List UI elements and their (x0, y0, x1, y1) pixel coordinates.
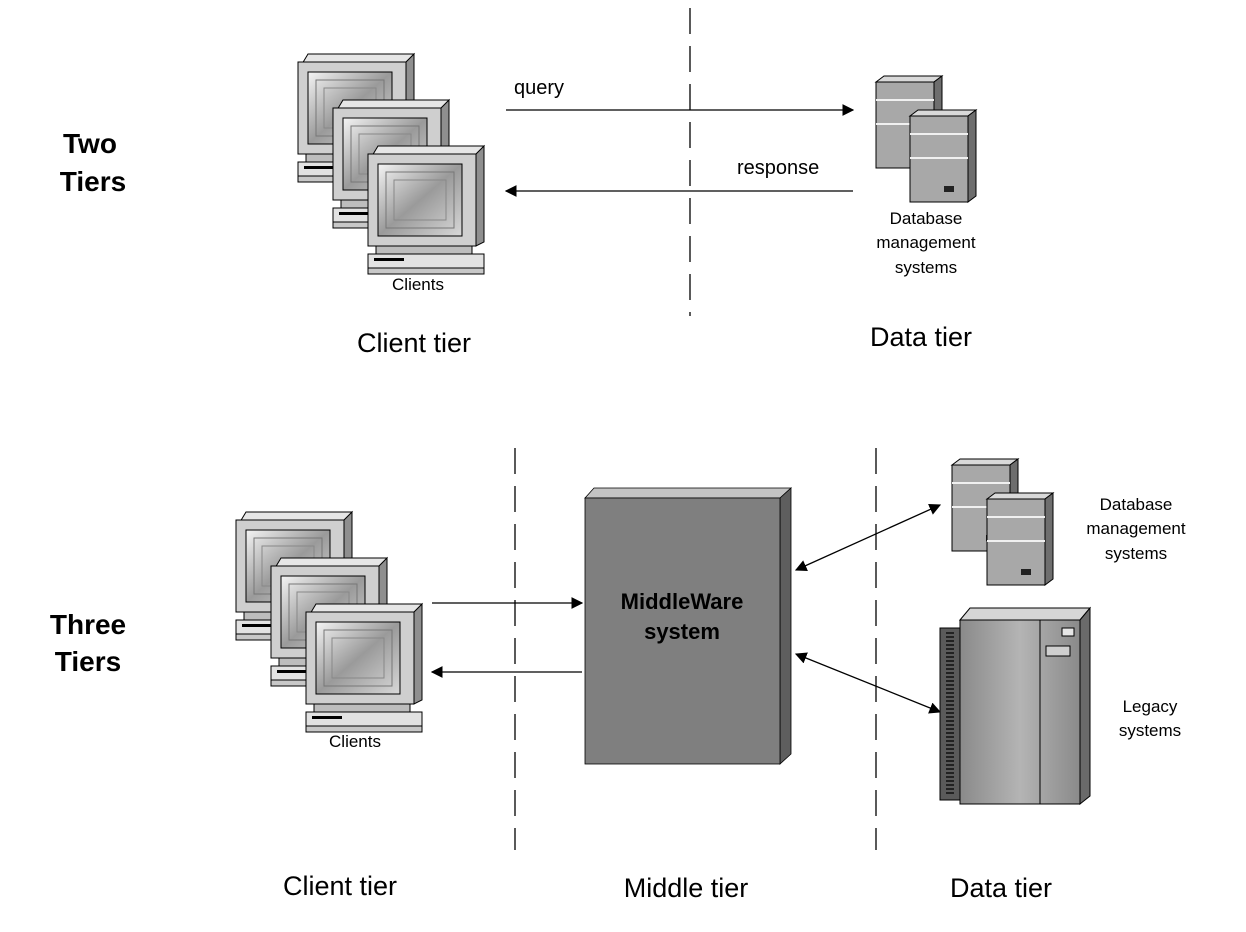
three-tier-clients-label: Clients (329, 732, 381, 751)
three-tier-client-tier-label: Client tier (283, 871, 397, 901)
legacy-label-line1: Legacy (1123, 697, 1178, 716)
three-tier-data-tier-label: Data tier (950, 873, 1052, 903)
two-tier-db-label-line3: systems (895, 258, 957, 277)
three-tier-db-label-line2: management (1086, 519, 1186, 538)
three-tier-clients-icon (235, 511, 423, 733)
middleware-label-line2: system (644, 619, 720, 644)
three-tier-db-label-line3: systems (1105, 544, 1167, 563)
legacy-label-line2: systems (1119, 721, 1181, 740)
two-tiers-title-line1: Two (63, 128, 117, 159)
two-tier-client-tier-label: Client tier (357, 328, 471, 358)
legacy-mainframe-icon (939, 606, 1092, 806)
two-tier-db-label-line1: Database (890, 209, 963, 228)
response-label: response (737, 157, 819, 179)
two-tier-db-label-line2: management (876, 233, 976, 252)
two-tier-data-tier-label: Data tier (870, 322, 972, 352)
middleware-legacy-arrow (794, 652, 942, 714)
three-tiers-title-line1: Three (50, 609, 126, 640)
two-tier-clients-label: Clients (392, 275, 444, 294)
three-tier-middle-tier-label: Middle tier (624, 873, 749, 903)
middleware-database-arrow (794, 504, 942, 571)
middleware-label-line1: MiddleWare (621, 589, 744, 614)
two-tier-clients-icon (297, 53, 485, 275)
two-tier-database-server-icon (875, 75, 977, 203)
three-tier-database-server-icon (951, 458, 1054, 586)
middleware-system-box (584, 487, 793, 765)
three-tier-db-label-line1: Database (1100, 495, 1173, 514)
query-label: query (514, 77, 564, 99)
two-tiers-title-line2: Tiers (60, 166, 126, 197)
three-tiers-title-line2: Tiers (55, 646, 121, 677)
